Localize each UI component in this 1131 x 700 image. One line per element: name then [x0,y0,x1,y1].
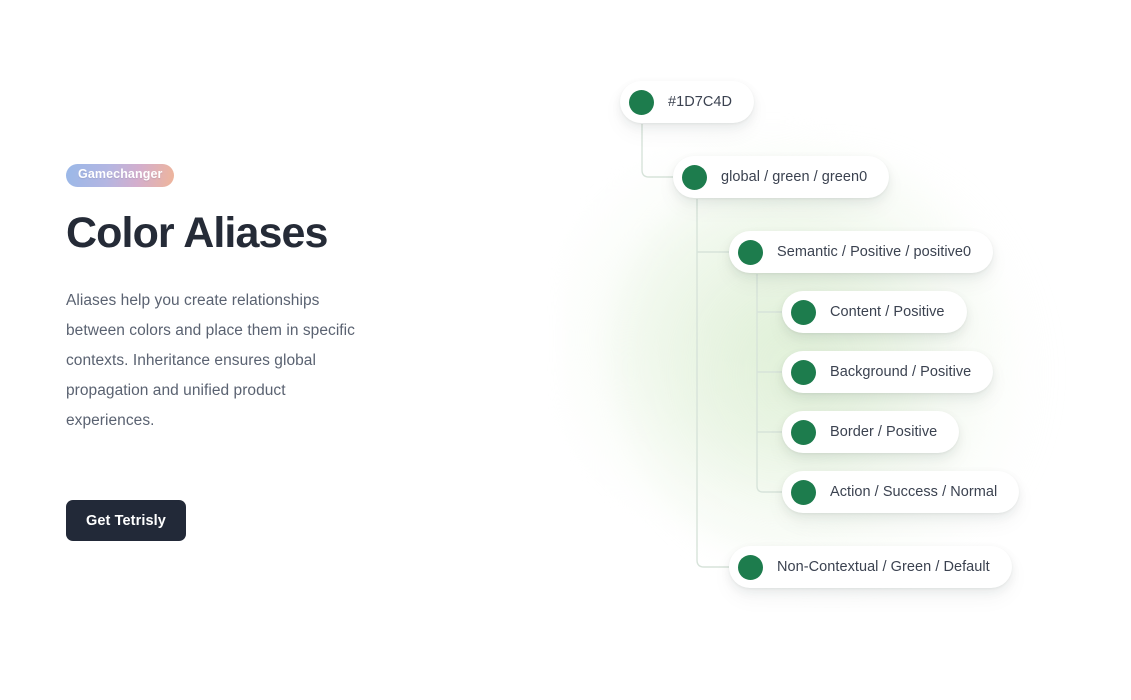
tree-node-label: Content / Positive [830,304,945,320]
tree-node-label: #1D7C4D [668,94,733,110]
tree-node-border-positive[interactable]: Border / Positive [782,411,960,453]
tree-node-global-green[interactable]: global / green / green0 [673,156,890,198]
tree-node-label: Action / Success / Normal [830,484,998,500]
hero-description: Aliases help you create relationships be… [66,292,355,430]
page-title: Color Aliases [66,208,328,257]
tree-node-semantic-positive[interactable]: Semantic / Positive / positive0 [729,231,994,273]
get-tetrisly-button[interactable]: Get Tetrisly [66,500,186,542]
color-swatch-icon [682,164,707,190]
tree-node-label: Semantic / Positive / positive0 [777,244,972,260]
tree-node-content-positive[interactable]: Content / Positive [782,291,967,333]
tree-node-label: Non-Contextual / Green / Default [777,559,990,575]
color-swatch-icon [629,89,654,115]
color-swatch-icon [791,359,816,385]
color-swatch-icon [791,479,816,505]
hero-column: Gamechanger Color Aliases Aliases help y… [66,164,466,542]
tree-node-label: global / green / green0 [721,169,868,185]
color-swatch-icon [738,554,763,580]
tree-node-background-positive[interactable]: Background / Positive [782,351,994,393]
color-swatch-icon [791,419,816,445]
tree-node-label: Background / Positive [830,364,972,380]
tree-node-action-success-normal[interactable]: Action / Success / Normal [782,471,1020,513]
color-swatch-icon [791,299,816,325]
tree-node-root[interactable]: #1D7C4D [620,81,755,123]
gamechanger-badge: Gamechanger [66,164,175,187]
color-swatch-icon [738,239,763,265]
tree-node-label: Border / Positive [830,424,938,440]
tree-node-non-contextual-green-default[interactable]: Non-Contextual / Green / Default [729,546,1012,588]
